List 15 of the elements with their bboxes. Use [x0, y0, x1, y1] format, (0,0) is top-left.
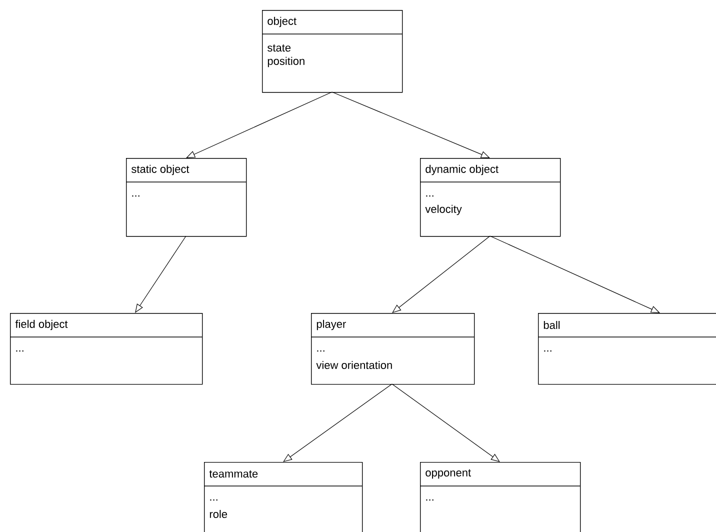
inheritance-arrow — [186, 92, 332, 158]
inheritance-arrow — [392, 236, 490, 313]
inheritance-arrow — [392, 384, 500, 462]
class-box: object state position — [262, 10, 403, 93]
inheritance-arrow — [135, 236, 186, 313]
inheritance-arrow — [332, 92, 490, 158]
class-box: player ... view orientation — [310, 312, 475, 385]
inheritance-arrow — [283, 384, 392, 462]
class-box: dynamic object ... velocity — [420, 158, 561, 237]
class-box: field object ... — [10, 312, 203, 385]
class-box: opponent ... — [420, 462, 581, 532]
class-box: ball ... — [538, 312, 716, 385]
class-box: teammate ... role — [204, 462, 363, 532]
inheritance-arrow — [490, 236, 660, 313]
class-box: static object ... — [126, 158, 247, 237]
